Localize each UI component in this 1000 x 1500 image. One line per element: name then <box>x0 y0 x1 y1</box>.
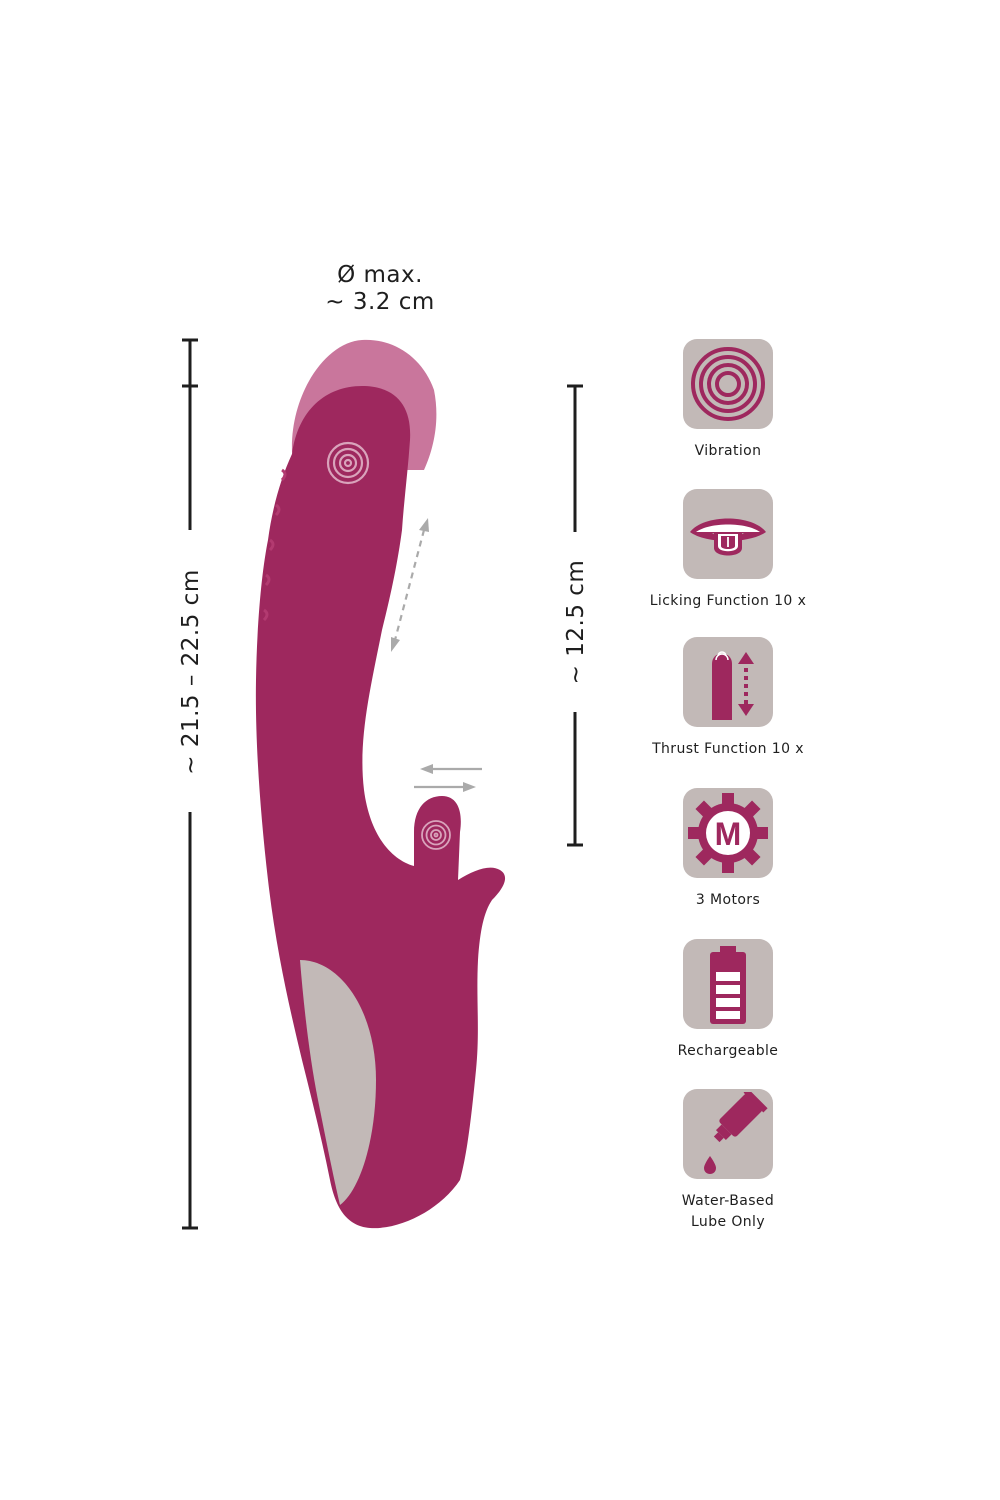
insertable-length-label: ~ 12.5 cm <box>563 559 589 685</box>
clit-vibration-marker <box>421 820 451 850</box>
licking-arrows <box>414 764 482 792</box>
feature-lube: Water-Based Lube Only <box>628 1089 828 1233</box>
motors-gear-icon: M <box>688 793 768 873</box>
licking-tile <box>683 489 773 579</box>
feature-label: Licking Function 10 x <box>649 593 807 609</box>
lube-tile <box>683 1089 773 1179</box>
feature-label: Vibration <box>694 443 762 459</box>
diameter-line-2: ~ 3.2 cm <box>325 289 435 315</box>
lube-tube-icon <box>704 1092 768 1174</box>
vibration-tile <box>683 339 773 429</box>
feature-rechargeable: Rechargeable <box>628 939 828 1062</box>
main-body <box>255 386 506 1229</box>
thrust-icon <box>712 651 754 720</box>
vibration-icon <box>691 347 765 421</box>
thrust-tile <box>683 637 773 727</box>
licking-tongue-icon <box>690 518 766 556</box>
diameter-line-1: Ø max. <box>337 262 423 288</box>
feature-vibration: Vibration <box>628 339 828 462</box>
total-length-label: ~ 21.5 – 22.5 cm <box>178 569 204 775</box>
feature-thrust: Thrust Function 10 x <box>628 637 828 760</box>
total-length-dimension <box>182 338 198 1230</box>
feature-label: Thrust Function 10 x <box>652 741 804 757</box>
feature-licking: Licking Function 10 x <box>628 489 828 612</box>
tip-vibration-marker <box>326 441 370 485</box>
motors-glyph: M <box>715 816 742 852</box>
motors-tile: M <box>683 788 773 878</box>
feature-motors: M 3 Motors <box>628 788 828 911</box>
rechargeable-tile <box>683 939 773 1029</box>
vibrator-illustration <box>255 339 506 1229</box>
shaft-ridges <box>262 468 287 622</box>
feature-label: Rechargeable <box>677 1043 779 1059</box>
feature-label: Water-Based Lube Only <box>681 1193 775 1230</box>
diameter-label: Ø max. ~ 3.2 cm <box>280 262 480 316</box>
thrust-arrow <box>391 518 429 652</box>
insertable-length-dimension <box>567 384 583 847</box>
feature-label: 3 Motors <box>695 892 761 908</box>
handle-grey-insert <box>300 960 376 1205</box>
battery-icon <box>710 946 746 1024</box>
